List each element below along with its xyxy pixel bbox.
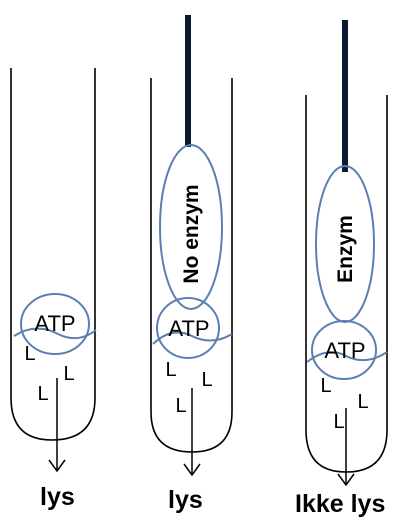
tube-2-arrow-head xyxy=(183,463,201,477)
tube-1-atp-label: ATP xyxy=(34,311,75,336)
tube-3-wave xyxy=(306,351,388,363)
tube-2-reagent-label: No enzym xyxy=(180,184,203,283)
tube-1-l-label-2: L xyxy=(63,363,74,385)
tube-1-caption: lys xyxy=(40,483,75,511)
tube-2-dropper-stem xyxy=(185,15,191,147)
tube-3-atp-label: ATP xyxy=(324,338,365,363)
tube-3-caption: Ikke lys xyxy=(295,490,386,518)
tube-3-arrow-head xyxy=(337,473,355,487)
tube-2-caption: lys xyxy=(168,486,203,514)
tube-1-outline xyxy=(10,68,96,441)
tube-1-atp-circle xyxy=(20,293,90,355)
tube-2-wave xyxy=(152,331,233,345)
tube-3-dropper-stem xyxy=(342,20,348,172)
tube-3-l-label-1: L xyxy=(320,375,331,397)
tube-3-atp-circle xyxy=(311,320,377,380)
tube-1-arrow-head xyxy=(48,459,66,473)
tube-2-l-label-1: L xyxy=(165,359,176,381)
tube-2-l-label-3: L xyxy=(175,395,186,417)
tube-2-atp-circle xyxy=(156,297,220,359)
test-tube-1: ATP L L L xyxy=(10,68,97,473)
tube-3-l-label-3: L xyxy=(333,411,344,433)
tube-2-reagent-bubble xyxy=(159,144,223,310)
tube-2-l-label-2: L xyxy=(201,369,212,391)
tube-3-reagent-label: Enzym xyxy=(334,215,357,283)
tube-3-l-label-2: L xyxy=(357,391,368,413)
tube-1-wave xyxy=(13,327,97,340)
tube-1-l-label-1: L xyxy=(24,343,35,365)
test-tube-2: No enzym ATP L L L xyxy=(150,15,233,477)
test-tube-3: Enzym ATP L L L xyxy=(305,20,388,487)
tube-1-l-label-3: L xyxy=(37,383,48,405)
tube-2-atp-label: ATP xyxy=(168,316,209,341)
